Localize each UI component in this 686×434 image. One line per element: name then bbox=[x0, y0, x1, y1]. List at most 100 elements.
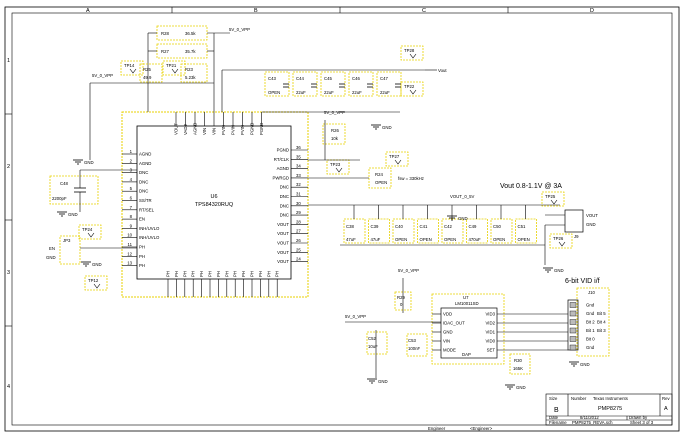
output-capacitors: Vout 0.8-1.1V @ 3A VOUT_0_5V C3847uFC394… bbox=[308, 183, 562, 246]
testpoint-label: TP24 bbox=[82, 227, 93, 232]
testpoint-label: TP27 bbox=[389, 154, 400, 159]
tb-engineer: <Engineer> bbox=[470, 426, 493, 431]
col-label-a: A bbox=[86, 8, 90, 14]
u6-bottom-pin-name: PH bbox=[199, 271, 204, 277]
output-cap-box bbox=[441, 218, 464, 244]
testpoint-box bbox=[549, 233, 573, 249]
u7-left-pin-name: IDAC_OUT bbox=[443, 321, 465, 326]
r27-value: 35.7k bbox=[185, 49, 196, 54]
row-label-3: 3 bbox=[7, 270, 10, 276]
ground-label: GND bbox=[68, 212, 78, 217]
j10-pin bbox=[569, 344, 577, 351]
u6-right-pin-name: VOUT bbox=[277, 231, 289, 236]
u7-right-pin-name: VID1 bbox=[485, 330, 495, 335]
testpoint-symbol bbox=[129, 68, 137, 74]
testpoint-box bbox=[400, 45, 424, 61]
u6-right-pin-number: 31 bbox=[296, 192, 301, 197]
net-vout-bus: VOUT_0_5V bbox=[450, 194, 474, 199]
ground-label: GND bbox=[516, 385, 526, 390]
testpoint-label: TP22 bbox=[404, 84, 415, 89]
u6-right-pin-name: PWRGD bbox=[273, 175, 289, 180]
net-left-in: 5V_0_VPP bbox=[92, 73, 113, 78]
r25-value: 49.9 bbox=[143, 75, 152, 80]
output-cap-value: OPEN bbox=[420, 237, 432, 242]
u6-left-pin-number: 12 bbox=[127, 251, 132, 256]
u6-left-pin-name: INH/UVLO bbox=[139, 226, 160, 231]
u6-bottom-pin-name: PH bbox=[191, 271, 196, 277]
u7-right-pin-name: VID3 bbox=[485, 312, 495, 317]
j10-pin bbox=[569, 319, 577, 325]
u7-left-pin-name: VIN bbox=[443, 339, 450, 344]
output-cap-box bbox=[392, 218, 415, 244]
output-cap-ref: C49 bbox=[469, 224, 477, 229]
vid-title: 6-bit VID i/f bbox=[565, 278, 600, 285]
u7-left-pin-name: MODE bbox=[443, 348, 456, 353]
ground-label: GND bbox=[92, 262, 102, 267]
input-cap-value: 22uF bbox=[296, 90, 306, 95]
u6-left-pin-number: 2 bbox=[130, 158, 133, 163]
tb-rev: A bbox=[664, 406, 668, 412]
u6-right-pin-name: DNC bbox=[280, 213, 289, 218]
j10-pin-label-right: Bit 4 bbox=[597, 320, 606, 325]
u6-right-pin-number: 30 bbox=[296, 201, 301, 206]
u6-left-pin-name: RT/SEL bbox=[139, 207, 155, 212]
u6-right-pin-number: 32 bbox=[296, 182, 301, 187]
u6-ref: U6 bbox=[210, 194, 217, 200]
testpoint-symbol bbox=[550, 199, 558, 205]
u6-right-pin-name: VOUT bbox=[277, 250, 289, 255]
u6-top-pin-name: VOUT bbox=[174, 123, 179, 135]
j10-pin-label-right: Bit 3 bbox=[597, 328, 606, 333]
testpoint-symbol bbox=[409, 53, 417, 59]
u6-left-pin-name: AGND bbox=[139, 161, 151, 166]
u6-right-pin-name: VOUT bbox=[277, 241, 289, 246]
u6-right-pin-number: 29 bbox=[296, 210, 301, 215]
jp3-jumper: JP3 EN GND bbox=[46, 235, 137, 265]
vout-tag-top: Vout bbox=[438, 68, 447, 73]
output-cap-ref: C39 bbox=[371, 224, 379, 229]
u7-right-pin-name: VID2 bbox=[485, 321, 495, 326]
tb-size-label: Size bbox=[549, 396, 558, 401]
testpoint-symbol bbox=[558, 241, 566, 247]
testpoint-box bbox=[162, 60, 186, 76]
input-cap-value: 22uF bbox=[352, 90, 362, 95]
output-cap-value: OPEN bbox=[444, 237, 456, 242]
output-cap-ref: C51 bbox=[518, 224, 526, 229]
testpoint-label: TP12 bbox=[88, 278, 99, 283]
j10-pin-label: Gnd bbox=[586, 311, 595, 316]
tb-date-label: Date bbox=[549, 415, 559, 420]
net-top-left: 5V_0_VPP bbox=[229, 27, 250, 32]
output-cap-box bbox=[490, 218, 513, 244]
tb-rev-label: Rev bbox=[662, 396, 670, 401]
testpoint-label: TP14 bbox=[124, 63, 135, 68]
row-label-4: 4 bbox=[7, 384, 10, 390]
testpoint-box bbox=[78, 224, 102, 240]
c53-ref: C53 bbox=[408, 338, 416, 343]
output-cap-ref: C38 bbox=[346, 224, 354, 229]
u6-bottom-pin-name: PH bbox=[266, 271, 271, 277]
output-cap-box bbox=[343, 218, 366, 244]
c48-ref: C48 bbox=[60, 181, 68, 186]
u6-right-pin-name: DNC bbox=[280, 194, 289, 199]
u7-right-pin-name: VID0 bbox=[485, 339, 495, 344]
c48-cap: C48 2200pF bbox=[49, 169, 137, 212]
u6-left-pin-name: PH bbox=[139, 245, 145, 250]
r28-ref: R28 bbox=[161, 31, 169, 36]
u6-right-pin-number: 33 bbox=[296, 173, 301, 178]
net-ctrl: 5V_0_VPP bbox=[345, 314, 366, 319]
j9-connector: VOUT GND J9 bbox=[544, 209, 598, 265]
u6-top-pin-name: PVIN bbox=[231, 125, 236, 135]
u7-part: LM10011SD bbox=[455, 301, 479, 306]
ground-label: GND bbox=[382, 125, 392, 130]
r25-ref: R25 bbox=[143, 67, 151, 72]
u7-left-pin-name: GND bbox=[443, 330, 453, 335]
u6-left-pin-number: 5 bbox=[130, 186, 133, 191]
j10-pin-label: Bit 1 bbox=[586, 328, 595, 333]
u6-left-pin-name: PH bbox=[139, 263, 145, 268]
u6-right-pin-number: 34 bbox=[296, 164, 301, 169]
j10-pin bbox=[569, 327, 577, 334]
u6-bottom-pin-name: PH bbox=[233, 271, 238, 277]
u6-top-pin-name: VADJ bbox=[183, 124, 188, 135]
testpoint-box bbox=[120, 60, 144, 76]
